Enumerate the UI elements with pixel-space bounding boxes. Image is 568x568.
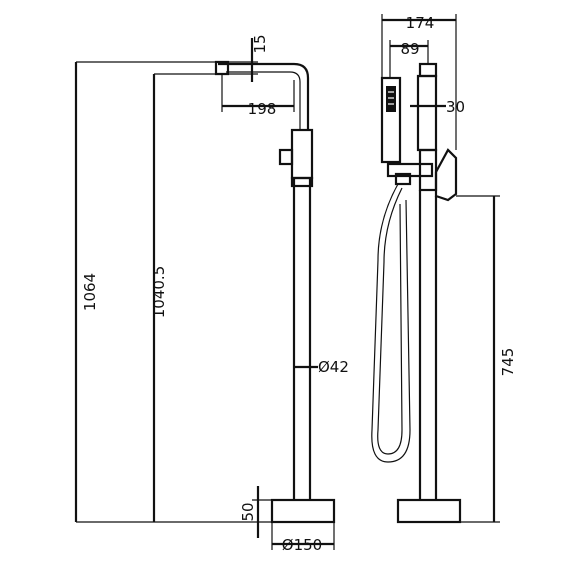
dim-handle-height: 745 (456, 195, 517, 523)
dim-handset-offset: 89 (389, 40, 429, 78)
dim-spout-height: 1040.5 (150, 73, 216, 522)
column-cap (418, 62, 438, 78)
handset-head (380, 76, 402, 164)
dim-label-174: 174 (406, 14, 435, 32)
dim-label-89: 89 (400, 40, 419, 58)
spout-inner (226, 71, 301, 130)
handset-face (386, 86, 396, 112)
side-mixer-body (418, 148, 438, 192)
dim-spout-reach: 198 (221, 74, 295, 118)
dim-label-d150: Ø150 (282, 536, 322, 554)
dim-label-15: 15 (251, 34, 269, 53)
dim-base-diameter: Ø150 (271, 522, 335, 554)
handle-stub (278, 148, 294, 166)
pipe (292, 178, 312, 500)
dim-label-1040-5: 1040.5 (150, 266, 168, 319)
side-handle (434, 148, 458, 202)
dim-pipe-diameter: Ø42 (294, 358, 349, 376)
mixer-body (290, 128, 314, 180)
side-view (371, 62, 462, 524)
dim-total-height: 1064 (74, 61, 272, 523)
hose-connector (394, 172, 412, 186)
dim-label-745: 745 (499, 348, 517, 377)
dim-side-width: 174 (381, 14, 457, 150)
dim-spout-drop: 15 (228, 34, 269, 82)
side-base (396, 498, 462, 524)
side-column (418, 190, 438, 500)
hose-outer (371, 183, 411, 463)
column-upper (416, 74, 438, 152)
dim-column-width: 30 (410, 98, 465, 116)
spout-outer (218, 62, 310, 130)
dim-label-50: 50 (239, 502, 257, 521)
dim-label-30: 30 (446, 98, 465, 116)
floor-base (270, 498, 336, 524)
dim-label-198: 198 (248, 100, 277, 118)
dim-base-height: 50 (239, 486, 272, 538)
dim-label-d42: Ø42 (318, 358, 349, 376)
front-view (214, 60, 336, 524)
dim-label-1064: 1064 (81, 273, 99, 311)
hose-inner (377, 187, 403, 455)
